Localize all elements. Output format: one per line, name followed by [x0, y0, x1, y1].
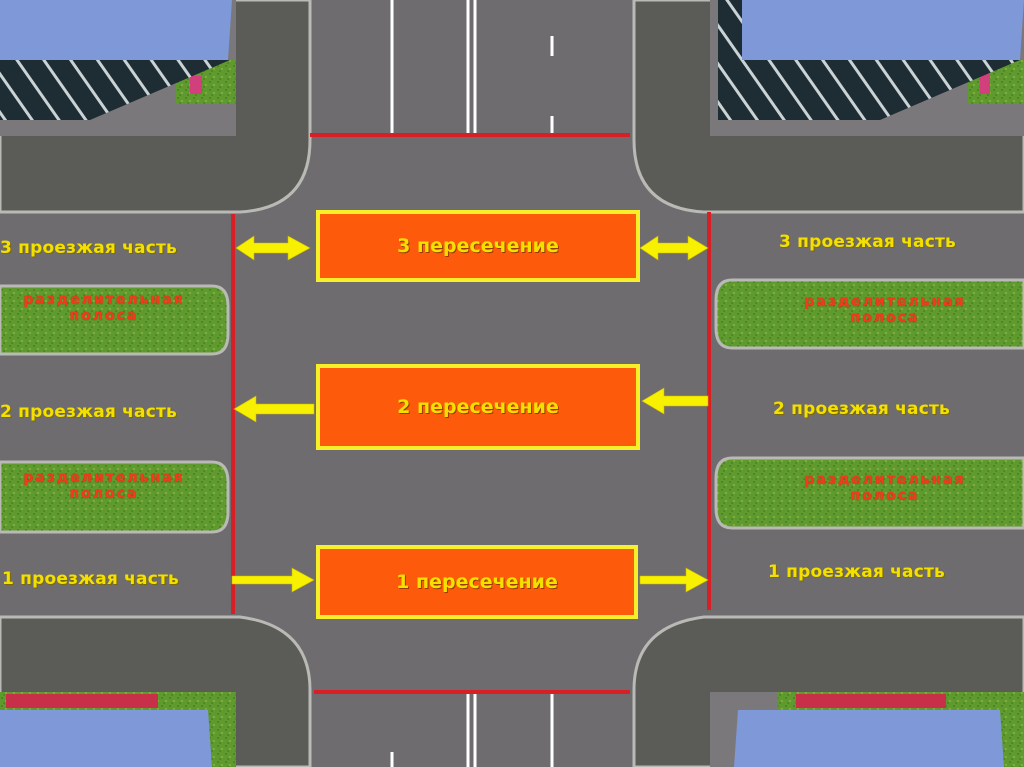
arrow-both-left-3 [235, 235, 311, 261]
median-right-lower [714, 456, 1024, 530]
arrow-right-1-right [639, 567, 709, 593]
building-roof-top-right [742, 0, 1024, 60]
building-roof-bottom-right [734, 710, 1004, 767]
left-roadway-3-label: 3 проезжая часть [0, 238, 177, 258]
crossing-1-label: 1 пересечение [396, 571, 558, 593]
median-label-line1: разделительная [23, 470, 185, 486]
arrow-both-right-3 [639, 235, 709, 261]
crossing-1-box: 1 пересечение [316, 545, 638, 619]
flowerbed-top-left [190, 76, 202, 94]
arrow-left-2-left [233, 395, 315, 423]
building-roof-bottom-left [0, 710, 212, 767]
median-left-upper [0, 284, 230, 356]
flowerbed-bottom-left [6, 694, 158, 708]
flowerbed-bottom-right [796, 694, 946, 708]
median-label-line1: разделительная [23, 292, 185, 308]
crossing-2-label: 2 пересечение [397, 396, 559, 418]
median-left-lower-label: разделительная полоса [2, 470, 206, 502]
right-roadway-1-label: 1 проезжая часть [768, 562, 945, 582]
arrow-left-2-right [641, 387, 709, 415]
median-label-line2: полоса [69, 486, 139, 502]
building-roof-top-left [0, 0, 232, 60]
median-label-line2: полоса [850, 488, 920, 504]
median-right-lower-label: разделительная полоса [778, 472, 992, 504]
crossing-3-box: 3 пересечение [316, 210, 640, 282]
median-left-upper-label: разделительная полоса [2, 292, 206, 324]
median-label-line2: полоса [69, 308, 139, 324]
left-roadway-2-label: 2 проезжая часть [0, 402, 177, 422]
median-right-upper-label: разделительная полоса [778, 294, 992, 326]
right-roadway-3-label: 3 проезжая часть [779, 232, 956, 252]
left-roadway-1-label: 1 проезжая часть [2, 569, 179, 589]
crossing-2-box: 2 пересечение [316, 364, 640, 450]
right-roadway-2-label: 2 проезжая часть [773, 399, 950, 419]
crossing-3-label: 3 пересечение [397, 235, 559, 257]
median-label-line2: полоса [850, 310, 920, 326]
median-right-upper [714, 278, 1024, 350]
median-label-line1: разделительная [804, 294, 966, 310]
flowerbed-top-right [980, 74, 990, 94]
median-left-lower [0, 460, 230, 534]
building-facade-top-left [0, 60, 230, 120]
median-label-line1: разделительная [804, 472, 966, 488]
arrow-right-1-left [231, 567, 315, 593]
